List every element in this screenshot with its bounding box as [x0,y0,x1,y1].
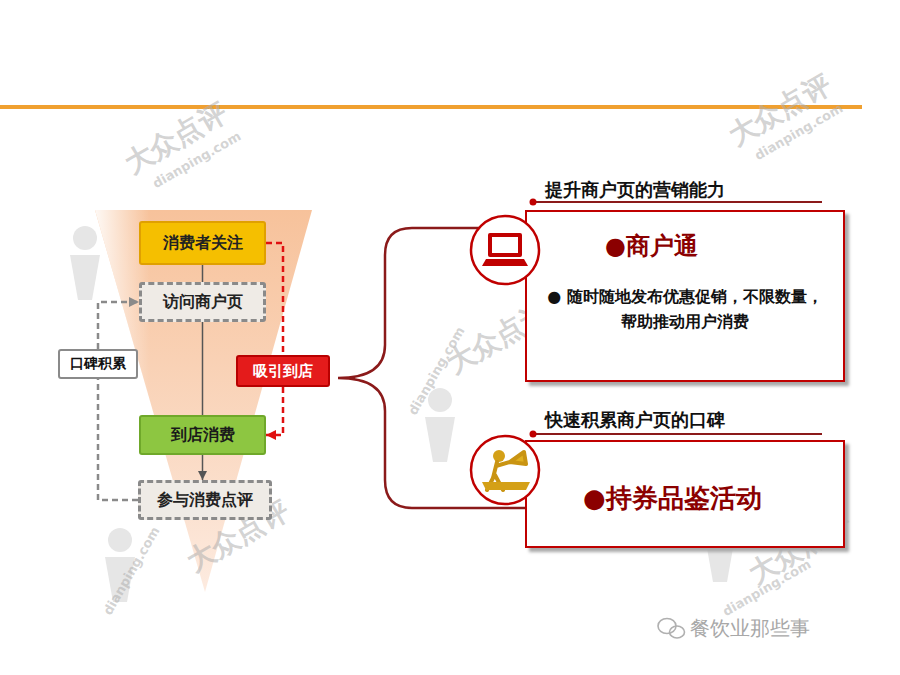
heading-dot [530,431,537,438]
heading-rule [535,201,822,203]
feedback-arrow [98,302,139,349]
box-text: 访问商户页 [163,292,243,313]
bracket [338,228,525,508]
flow-line [202,322,204,415]
stage-box: 消费者关注 [139,221,266,265]
box-text: 到店消费 [171,425,235,446]
box-text: 消费者关注 [163,233,243,254]
computer-icon [471,216,539,284]
feature-panel: 提升商户页的营销能力●商户通● 随时随地发布优惠促销，不限数量，帮助推动用户消费 [525,210,845,382]
flow-line [202,265,204,282]
flow-arrow [202,455,204,480]
attract-arrow [266,387,283,435]
attract-line [266,243,283,355]
feature-description: ● 随时随地发布优惠促销，不限数量，帮助推动用户消费 [543,285,827,335]
funnel-shade [95,210,312,592]
feature-title: ●商户通 [605,228,843,265]
loop-label-box: 口碑积累 [58,349,138,379]
feature-panel: 快速积累商户页的口碑●持券品鉴活动 [525,440,845,548]
box-text: 吸引到店 [253,362,313,381]
figure-icon [471,436,539,504]
header-rule [0,105,862,109]
wechat-icon [658,619,685,639]
stage-box: 访问商户页 [139,282,266,322]
panel-heading: 快速积累商户页的口碑 [545,406,725,434]
stage-box: 到店消费 [139,415,266,455]
box-text: 口碑积累 [70,355,126,373]
box-text: 参与消费点评 [157,490,253,511]
feedback-line [98,379,138,500]
panel-heading: 提升商户页的营销能力 [545,176,725,204]
flow-label-box: 吸引到店 [236,355,330,387]
funnel [95,210,312,592]
heading-dot [530,199,537,206]
feature-title: ●持券品鉴活动 [583,478,843,518]
account-name: 餐饮业那些事 [690,615,810,642]
heading-rule [535,433,822,435]
stage-box: 参与消费点评 [138,480,272,520]
